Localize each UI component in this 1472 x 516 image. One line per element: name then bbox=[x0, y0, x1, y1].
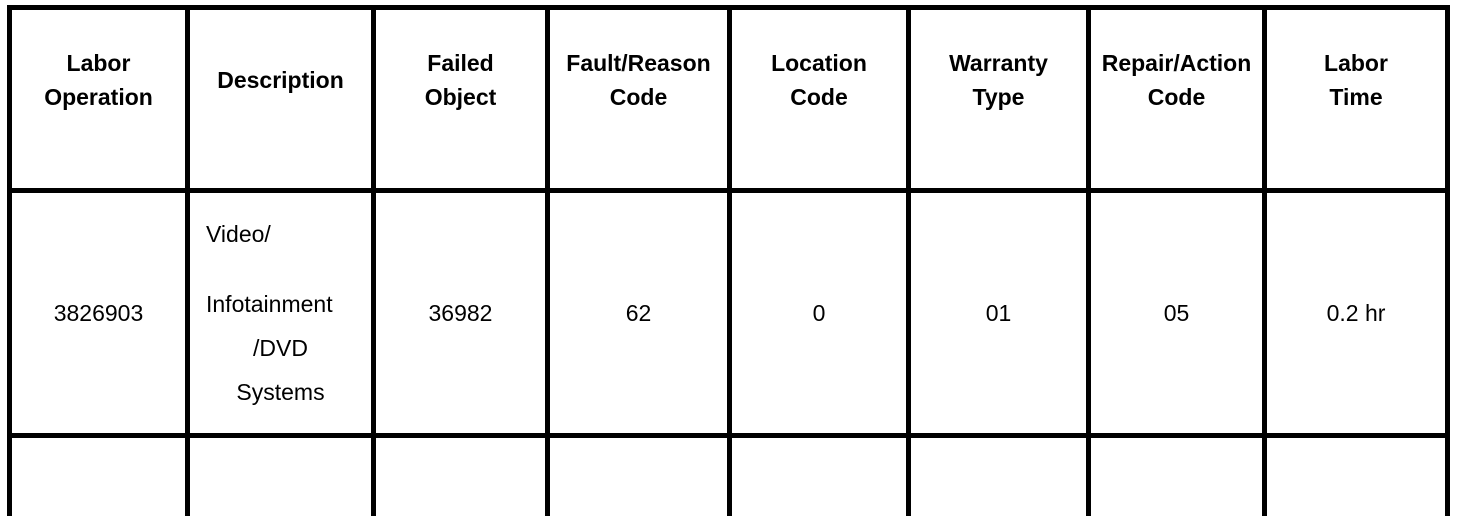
column-header-failed-object: Failed Object bbox=[371, 5, 550, 193]
cell-empty bbox=[1086, 433, 1267, 516]
column-header-location-code: Location Code bbox=[727, 5, 911, 193]
cell-repair-action-code: 05 bbox=[1086, 188, 1267, 438]
warranty-claim-table: Labor Operation Description Failed Objec… bbox=[7, 5, 1450, 516]
column-header-labor-time: Labor Time bbox=[1262, 5, 1450, 193]
cell-labor-time: 0.2 hr bbox=[1262, 188, 1450, 438]
column-header-warranty-type: Warranty Type bbox=[906, 5, 1091, 193]
cell-empty bbox=[727, 433, 911, 516]
column-header-description: Description bbox=[185, 5, 376, 193]
column-header-fault-reason-code: Fault/Reason Code bbox=[545, 5, 732, 193]
cell-location-code: 0 bbox=[727, 188, 911, 438]
description-line: /DVD bbox=[253, 335, 308, 361]
cell-fault-reason-code: 62 bbox=[545, 188, 732, 438]
description-line: Systems bbox=[236, 379, 325, 405]
cell-empty bbox=[371, 433, 550, 516]
cell-warranty-type: 01 bbox=[906, 188, 1091, 438]
cell-empty bbox=[7, 433, 190, 516]
cell-empty bbox=[545, 433, 732, 516]
description-line: Video/ bbox=[206, 221, 271, 247]
table-row: 3826903 Video/ Infotainment /DVD Systems… bbox=[7, 188, 1450, 438]
column-header-repair-action-code: Repair/Action Code bbox=[1086, 5, 1267, 193]
cell-description: Video/ Infotainment /DVD Systems bbox=[185, 188, 376, 438]
header-row: Labor Operation Description Failed Objec… bbox=[7, 5, 1450, 193]
cell-labor-operation: 3826903 bbox=[7, 188, 190, 438]
table-row-cutoff bbox=[7, 433, 1450, 516]
column-header-labor-operation: Labor Operation bbox=[7, 5, 190, 193]
warranty-claim-sheet: Labor Operation Description Failed Objec… bbox=[7, 5, 1450, 516]
cell-empty bbox=[906, 433, 1091, 516]
cell-empty bbox=[1262, 433, 1450, 516]
cell-empty bbox=[185, 433, 376, 516]
cell-failed-object: 36982 bbox=[371, 188, 550, 438]
description-line: Infotainment bbox=[206, 291, 333, 317]
